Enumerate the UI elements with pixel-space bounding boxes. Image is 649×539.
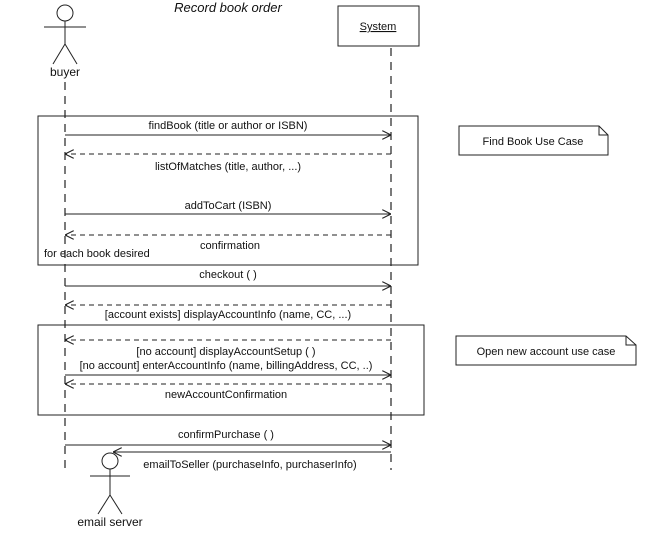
message-displayaccountinfo-label: [account exists] displayAccountInfo (nam… [105,309,351,321]
system-label: System [360,21,397,33]
diagram-title: Record book order [174,0,282,15]
message-findbook: findBook (title or author or ISBN) [65,120,391,135]
message-checkout: checkout ( ) [65,269,391,286]
message-confirmation: confirmation [65,235,391,252]
email-server-actor-icon [90,452,130,515]
message-displayaccountsetup: [no account] displayAccountSetup ( ) [65,340,391,358]
system-box [337,5,420,47]
loop-frame [37,115,419,266]
note-find-book-text: Find Book Use Case [483,136,584,148]
account-frame [37,324,425,416]
buyer-label: buyer [50,65,80,79]
message-emailtoseller: emailToSeller (purchaseInfo, purchaserIn… [113,452,391,471]
message-emailtoseller-label: emailToSeller (purchaseInfo, purchaserIn… [143,459,356,471]
message-checkout-label: checkout ( ) [199,269,256,281]
email-server-label: email server [77,515,142,529]
note-open-account: Open new account use case [455,335,637,366]
message-displayaccountinfo: [account exists] displayAccountInfo (nam… [65,305,391,321]
note-find-book: Find Book Use Case [458,125,609,156]
buyer-actor-icon [44,4,86,65]
message-listofmatches-label: listOfMatches (title, author, ...) [155,161,301,173]
message-addtocart-label: addToCart (ISBN) [185,200,272,212]
message-addtocart: addToCart (ISBN) [65,200,391,214]
message-confirmation-label: confirmation [200,240,260,252]
message-newaccountconfirmation: newAccountConfirmation [65,384,391,401]
message-confirmpurchase-label: confirmPurchase ( ) [178,429,274,441]
message-newaccountconfirmation-label: newAccountConfirmation [165,389,287,401]
message-enteraccountinfo: [no account] enterAccountInfo (name, bil… [65,360,391,375]
loop-frame-label: for each book desired [44,248,150,260]
message-enteraccountinfo-label: [no account] enterAccountInfo (name, bil… [80,360,373,372]
message-findbook-label: findBook (title or author or ISBN) [149,120,308,132]
note-open-account-text: Open new account use case [477,346,616,358]
message-displayaccountsetup-label: [no account] displayAccountSetup ( ) [136,346,315,358]
message-confirmpurchase: confirmPurchase ( ) [65,429,391,445]
message-listofmatches: listOfMatches (title, author, ...) [65,154,391,173]
